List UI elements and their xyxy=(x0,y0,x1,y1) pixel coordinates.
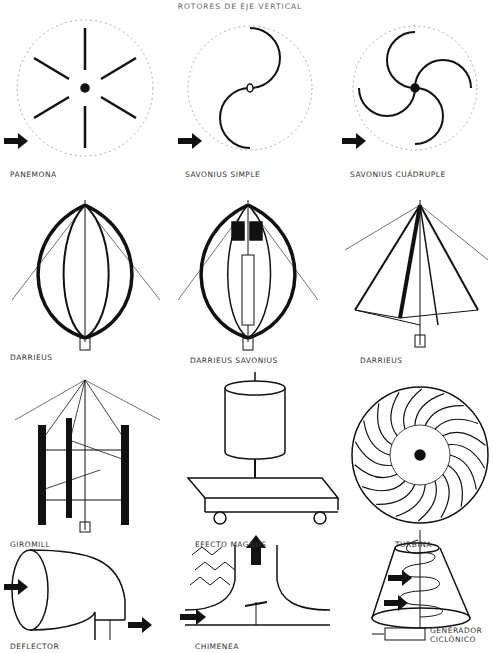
figure-caption: DARRIEUS SAVONIUS xyxy=(190,356,278,365)
turbine-vane xyxy=(364,421,390,456)
figure-caption: PANEMONA xyxy=(10,170,57,179)
turbine-vane xyxy=(435,419,478,429)
darrieus-savonius-rotor xyxy=(178,200,318,350)
panemona-rotor xyxy=(4,20,153,156)
cyclonic-generator xyxy=(372,530,470,640)
turbine-vane xyxy=(378,403,392,444)
turbine-vane xyxy=(404,389,422,429)
figure-caption: SAVONIUS CUÁDRUPLE xyxy=(350,170,446,179)
giromill-rotor xyxy=(15,380,160,532)
turbine-vane xyxy=(448,444,485,468)
turbine-vane xyxy=(441,474,449,517)
turbine-vane xyxy=(391,392,399,435)
magnus-effect-cart xyxy=(188,372,338,524)
figure-caption: SAVONIUS SIMPLE xyxy=(185,170,260,179)
turbine-rotor xyxy=(352,387,488,523)
title: ROTORES DE EJE VERTICAL xyxy=(178,2,303,11)
turbine-vane xyxy=(362,481,405,491)
figure-caption: GIROMILL xyxy=(10,540,50,549)
figure-caption: GENERADOR CICLÓNICO xyxy=(430,626,488,644)
turbine-vane xyxy=(418,481,436,521)
turbine-vane xyxy=(355,465,397,478)
turbine-vane xyxy=(448,465,462,506)
figure-caption: CHIMENEA xyxy=(195,642,239,651)
darrieus-delta-rotor xyxy=(345,200,488,347)
turbine-vane xyxy=(450,455,476,490)
figure-caption: DARRIEUS xyxy=(10,353,52,362)
figure-caption: DEFLECTOR xyxy=(10,642,59,651)
turbine-vane xyxy=(443,432,485,445)
figure-caption: DARRIEUS xyxy=(360,356,402,365)
figure-caption: TURBINA xyxy=(395,540,432,549)
darrieus-rotor xyxy=(12,200,160,350)
savonius-simple-rotor xyxy=(178,26,312,150)
figure-caption: EFECTO MAGNUS xyxy=(195,540,267,549)
deflector-duct xyxy=(4,550,152,640)
chimney xyxy=(180,535,330,625)
savonius-quadruple-rotor xyxy=(342,26,477,150)
